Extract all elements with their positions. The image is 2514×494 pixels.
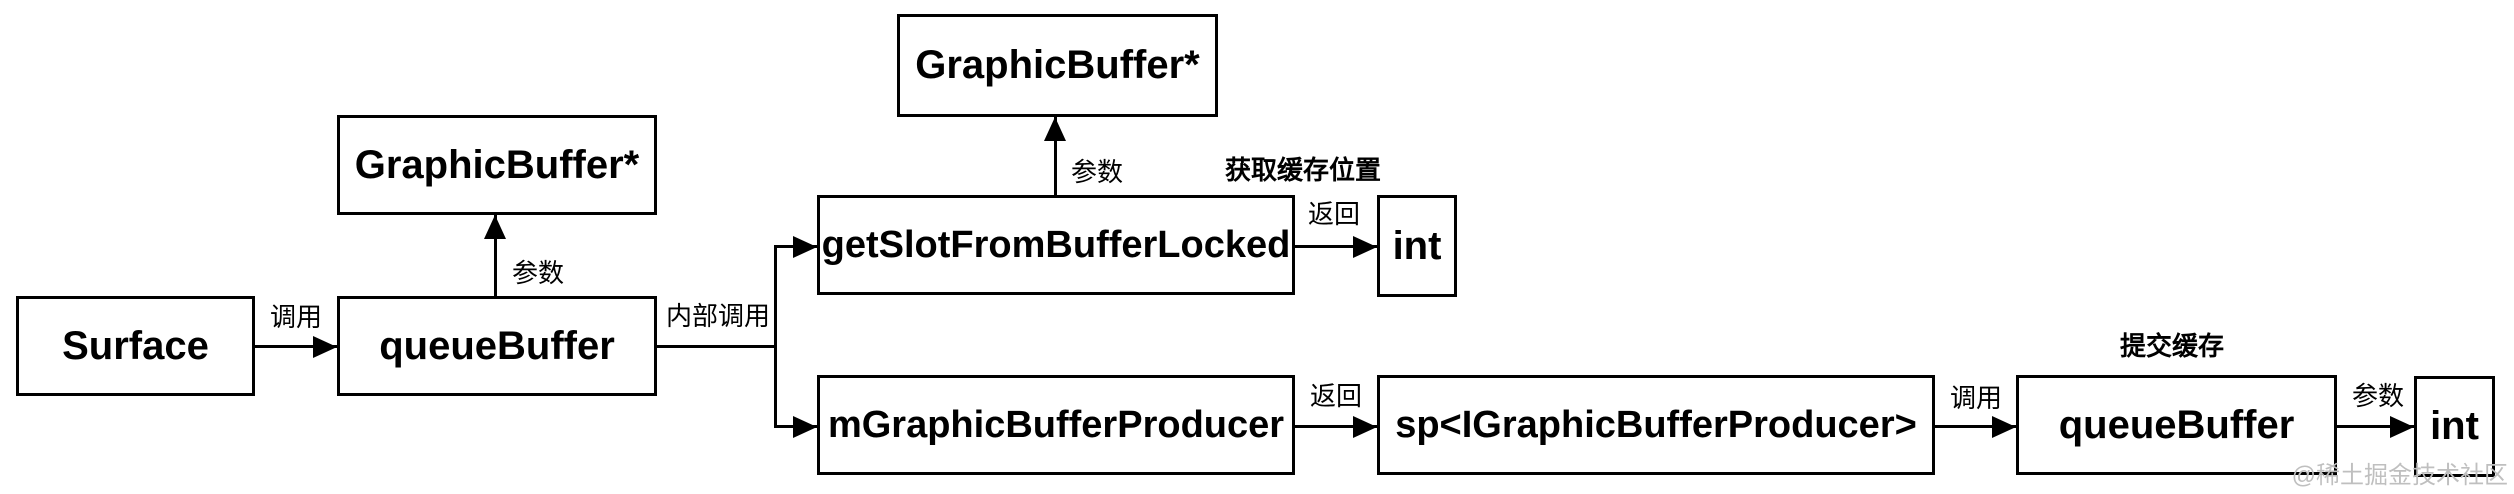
edge-label-return-1: 返回	[1308, 199, 1361, 229]
node-queuebuffer-surface: queueBuffer	[337, 296, 657, 396]
node-graphicbuffer-top: GraphicBuffer*	[897, 14, 1218, 117]
arrowhead-right-icon	[1353, 236, 1377, 258]
edge-label-call-2: 调用	[1950, 383, 2003, 413]
annotation-get-buffer-position: 获取缓存位置	[1225, 155, 1382, 185]
node-mgraphicbufferproducer: mGraphicBufferProducer	[817, 375, 1295, 475]
edge-queuebuffer-to-graphicbuffer	[494, 215, 497, 296]
node-getslotfrombufferlocked: getSlotFromBufferLocked	[817, 195, 1295, 295]
arrowhead-right-icon	[1353, 416, 1377, 438]
edge-label-param-3: 参数	[2352, 381, 2405, 411]
edge-producer-to-sp	[1295, 425, 1377, 428]
node-sp-igraphicbufferproducer: sp<IGraphicBufferProducer>	[1377, 375, 1935, 475]
watermark: @稀土掘金技术社区	[2291, 462, 2508, 489]
arrowhead-right-icon	[793, 236, 817, 258]
edge-getslot-to-graphicbuffer	[1054, 117, 1057, 195]
arrowhead-up-icon	[1044, 117, 1066, 141]
edge-label-internal-call: 内部调用	[666, 301, 771, 331]
edge-surface-to-queuebuffer	[255, 345, 337, 348]
arrowhead-up-icon	[484, 215, 506, 239]
edge-label-call-1: 调用	[270, 302, 323, 332]
annotation-submit-buffer: 提交缓存	[2120, 331, 2225, 361]
edge-queuebuffer-to-int	[2337, 425, 2414, 428]
node-int-return-slot: int	[1377, 195, 1457, 297]
edge-sp-to-queuebuffer	[1935, 425, 2016, 428]
arrowhead-right-icon	[793, 416, 817, 438]
edge-label-param-1: 参数	[512, 258, 565, 288]
arrowhead-right-icon	[1992, 416, 2016, 438]
edge-label-return-2: 返回	[1310, 381, 1363, 411]
edge-queuebuffer-internal-call	[657, 345, 777, 348]
node-surface: Surface	[16, 296, 255, 396]
edge-getslot-to-int	[1295, 245, 1377, 248]
arrowhead-right-icon	[313, 336, 337, 358]
edge-label-param-2: 参数	[1071, 157, 1124, 187]
node-graphicbuffer-left: GraphicBuffer*	[337, 115, 657, 215]
arrowhead-right-icon	[2390, 416, 2414, 438]
node-int-return-producer: int	[2414, 376, 2495, 477]
node-queuebuffer-producer: queueBuffer	[2016, 375, 2337, 475]
edge-branch-vertical	[774, 245, 777, 428]
